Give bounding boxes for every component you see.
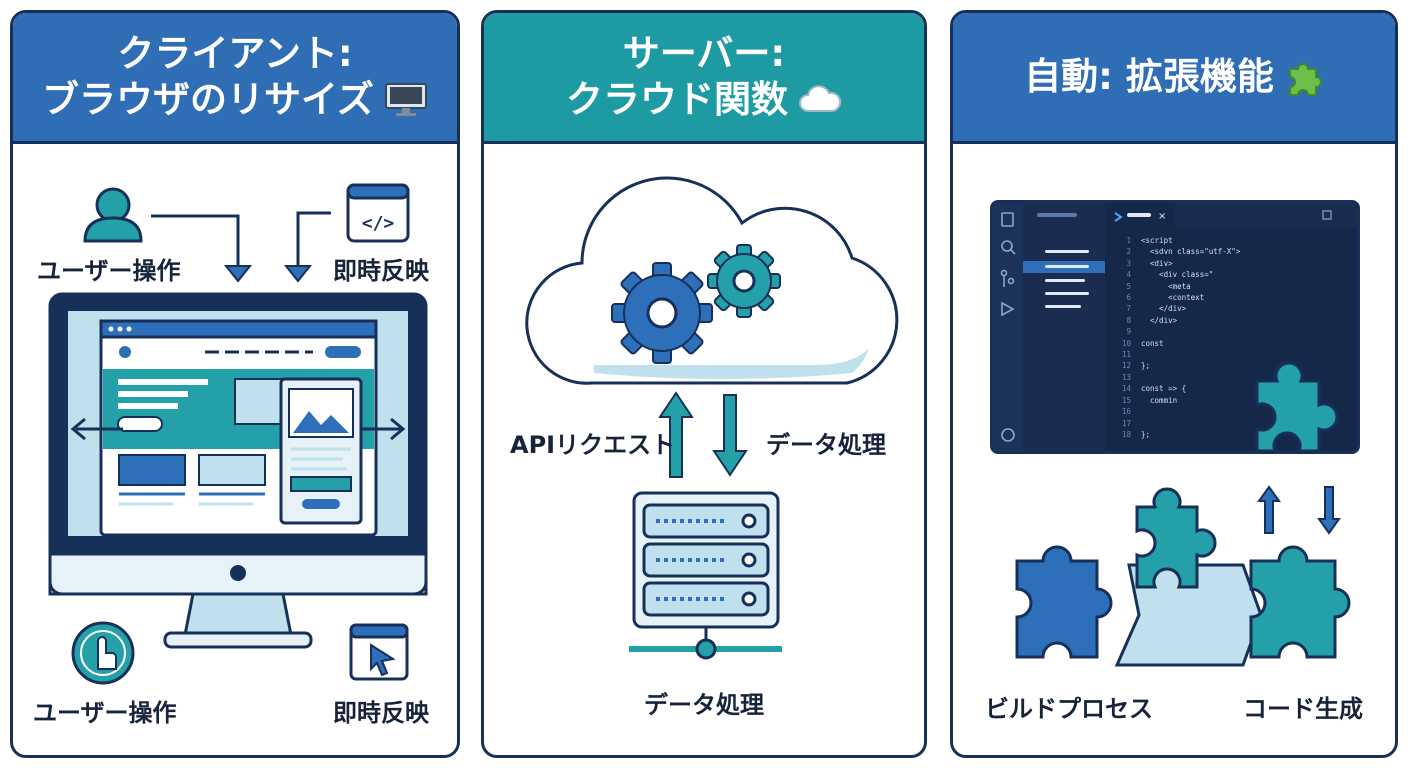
panel-server-title-line-2: クラウド関数 <box>566 78 788 121</box>
code-line-number: 10 <box>1121 338 1131 348</box>
code-line: 8 </div> <box>1111 315 1357 326</box>
code-line: 11 <box>1111 349 1357 360</box>
code-line-number: 2 <box>1126 247 1131 257</box>
label-code-generation: コード生成 <box>1243 695 1363 723</box>
panel-client-header: クライアント: ブラウザのリサイズ <box>13 13 457 144</box>
server-illustration <box>525 176 899 660</box>
user-icon <box>83 187 143 243</box>
code-line-text: }; <box>1141 429 1151 439</box>
code-line-number: 6 <box>1126 293 1131 303</box>
code-line-number: 14 <box>1121 384 1131 394</box>
label-instant-reflect-top: 即時反映 <box>333 257 429 285</box>
label-user-action-top: ユーザー操作 <box>37 257 181 285</box>
panel-server: サーバー: クラウド関数 <box>481 10 927 758</box>
cloud-icon <box>799 85 842 112</box>
panel-automation-title: 自動: 拡張機能 <box>1024 55 1274 98</box>
code-line-number: 5 <box>1126 281 1131 291</box>
panel-server-title-line-1: サーバー: <box>622 32 786 75</box>
code-line: 7 </div> <box>1111 303 1357 314</box>
puzzle-pieces-icon <box>1015 361 1351 667</box>
code-line: 10 const <box>1111 338 1357 349</box>
code-line-number: 3 <box>1126 258 1131 268</box>
code-line-number: 12 <box>1121 361 1131 371</box>
code-line-text: </div> <box>1141 315 1178 325</box>
code-line: 4 <div class=" <box>1111 269 1357 280</box>
puzzle-icon <box>1288 63 1322 96</box>
label-build-process: ビルドプロセス <box>985 695 1153 723</box>
code-line-number: 11 <box>1121 350 1131 360</box>
code-line: 3 <div> <box>1111 258 1357 269</box>
label-user-action-bottom: ユーザー操作 <box>33 699 177 727</box>
editor-chrome: × <box>993 203 1357 451</box>
code-line: 16 <box>1111 406 1357 417</box>
code-line-text: <script <box>1141 236 1173 245</box>
label-instant-reflect-bottom: 即時反映 <box>333 699 429 727</box>
panel-automation-header: 自動: 拡張機能 <box>953 13 1395 144</box>
code-line-number: 4 <box>1126 270 1131 280</box>
code-line: 5 <meta <box>1111 281 1357 292</box>
code-line: 9 <box>1111 326 1357 337</box>
code-line-text: <context <box>1141 293 1205 303</box>
code-line-number: 17 <box>1121 418 1131 428</box>
code-line-number: 7 <box>1126 304 1131 314</box>
cursor-window-icon <box>349 623 409 681</box>
code-line-number: 16 <box>1121 407 1131 417</box>
label-data-processing-bottom: データ処理 <box>644 691 764 719</box>
code-line-text: commin <box>1141 395 1178 405</box>
panel-server-header: サーバー: クラウド関数 <box>484 13 924 144</box>
code-line-text: <div> <box>1141 258 1173 268</box>
client-illustration: </> <box>48 183 428 685</box>
svg-text:</>: </> <box>362 213 395 234</box>
code-line: 6 <context <box>1111 292 1357 303</box>
panel-client: クライアント: ブラウザのリサイズ </> <box>10 10 460 758</box>
code-line: 13 <box>1111 372 1357 383</box>
code-line-text: <div class=" <box>1141 270 1214 280</box>
touch-hand-icon <box>71 621 135 685</box>
code-line: 17 <box>1111 418 1357 429</box>
code-line-text: const <box>1141 338 1164 348</box>
code-line: 18}; <box>1111 429 1357 440</box>
code-line: 12}; <box>1111 360 1357 371</box>
label-data-processing-right: データ処理 <box>766 431 886 459</box>
code-line-number: 15 <box>1121 395 1131 405</box>
panel-client-title-line-1: クライアント: <box>117 32 353 75</box>
code-line: 14 const => { <box>1111 383 1357 394</box>
label-api-request: APIリクエスト <box>510 431 676 459</box>
code-line-number: 1 <box>1126 236 1131 245</box>
svg-text:×: × <box>1158 211 1166 222</box>
code-line: 2 <sdvn class="utf-X"> <box>1111 246 1357 257</box>
panel-automation: 自動: 拡張機能 <box>950 10 1398 758</box>
code-line: 1 <script <box>1111 235 1357 246</box>
code-line-text: </div> <box>1141 304 1187 314</box>
code-line-number: 18 <box>1121 429 1131 439</box>
panel-client-title-line-2: ブラウザのリサイズ <box>42 78 374 121</box>
desktop-monitor-icon <box>384 83 427 116</box>
code-line-text: <sdvn class="utf-X"> <box>1141 247 1241 257</box>
code-line-text: <meta <box>1141 281 1191 291</box>
code-line-text: }; <box>1141 361 1151 371</box>
code-line: 15 commin <box>1111 395 1357 406</box>
code-line-text: const => { <box>1141 384 1187 394</box>
monitor-icon <box>48 292 428 649</box>
code-window-icon: </> <box>346 183 410 243</box>
cloud-gears-icon <box>525 176 899 385</box>
code-line-number: 8 <box>1126 315 1131 325</box>
server-rack-icon <box>629 491 782 660</box>
code-line-number: 13 <box>1121 372 1131 382</box>
code-line-number: 9 <box>1126 327 1131 337</box>
